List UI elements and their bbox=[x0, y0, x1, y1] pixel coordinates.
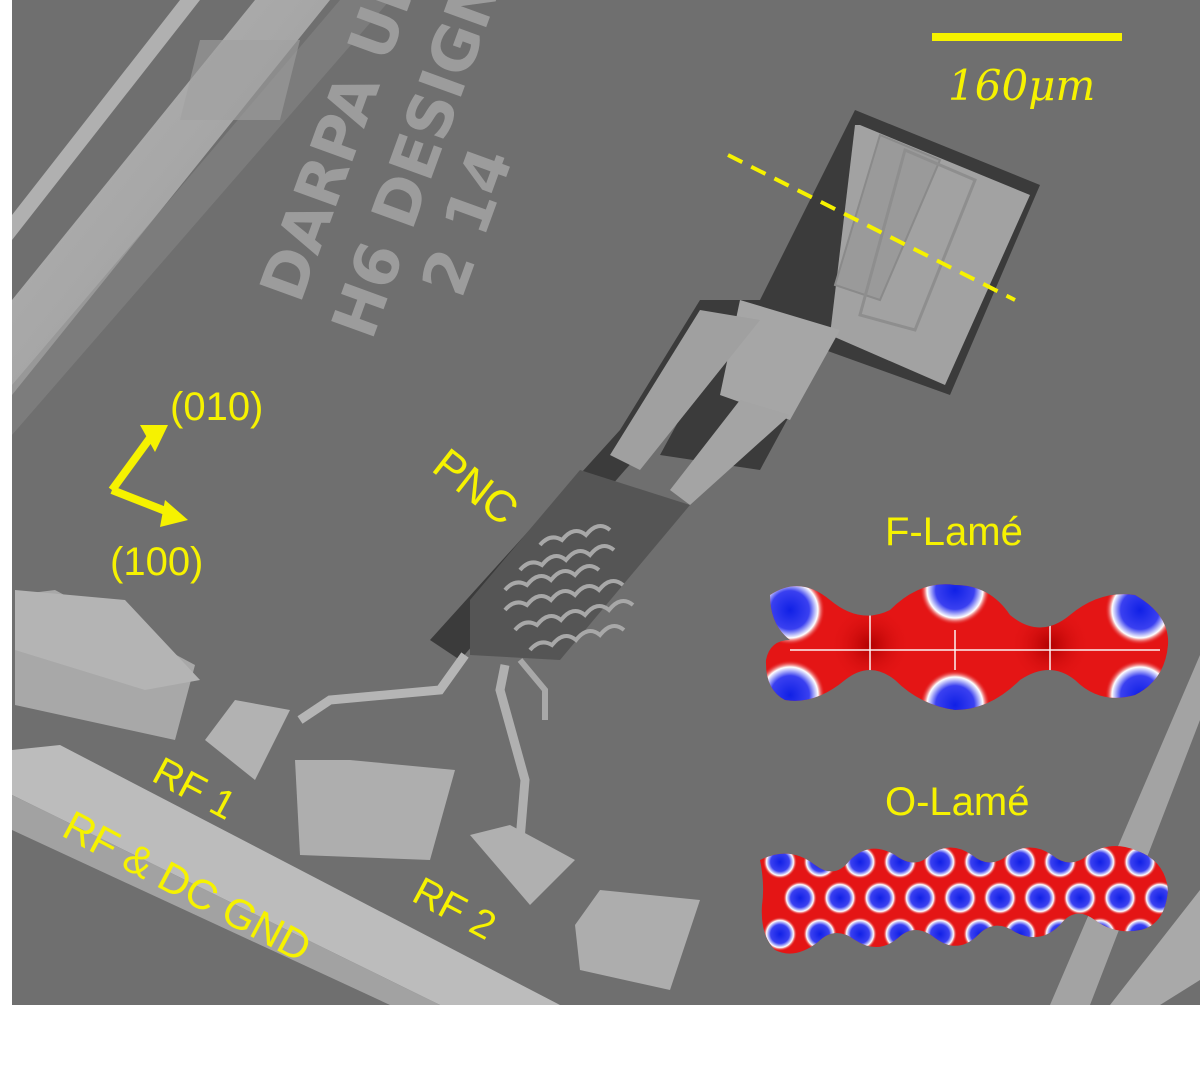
scale-bar-label: 160μm bbox=[948, 61, 1095, 110]
o-lame-node bbox=[1103, 881, 1137, 915]
axis-100-label: (100) bbox=[110, 540, 203, 584]
o-lame-node bbox=[1063, 881, 1097, 915]
crystal-axes bbox=[108, 425, 188, 527]
o-lame-node bbox=[983, 881, 1017, 915]
contact-pads bbox=[12, 590, 700, 1005]
scale-bar: 160μm bbox=[932, 33, 1122, 110]
o-lame-node bbox=[863, 881, 897, 915]
o-lame-node bbox=[823, 881, 857, 915]
o-lame-node bbox=[783, 881, 817, 915]
right-traces bbox=[1050, 655, 1200, 1005]
o-lame-label: O-Lamé bbox=[885, 780, 1030, 824]
axis-010-label: (010) bbox=[170, 385, 263, 429]
f-lame-label: F-Lamé bbox=[885, 510, 1023, 554]
metal-traces bbox=[12, 0, 390, 435]
o-lame-node bbox=[1003, 846, 1037, 879]
o-lame-node bbox=[903, 881, 937, 915]
pnc-slots bbox=[503, 524, 635, 652]
o-lame-node bbox=[1083, 846, 1117, 879]
o-lame-node bbox=[763, 917, 797, 951]
o-lame-node bbox=[1023, 881, 1057, 915]
cross-section-line bbox=[727, 153, 1016, 302]
resonator bbox=[297, 110, 1040, 841]
o-lame-node bbox=[943, 881, 977, 915]
o-lame-node bbox=[1143, 881, 1168, 915]
